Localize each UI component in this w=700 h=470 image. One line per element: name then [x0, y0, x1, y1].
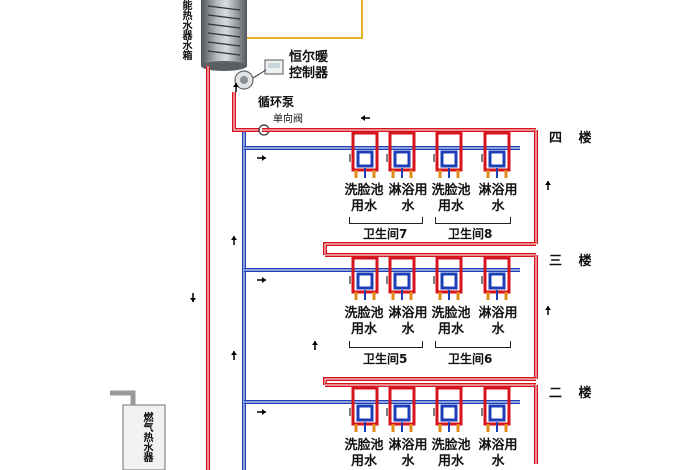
flow-arrow-up-return-head — [231, 236, 237, 240]
floor-label-3: 三 楼 — [549, 254, 598, 269]
shower-label: 淋浴用水 — [388, 183, 428, 214]
room-brace — [349, 341, 423, 348]
solar-tank — [201, 0, 247, 66]
gas-heater-label: 燃气热水器 — [141, 412, 152, 462]
fixture-cold-loop — [488, 150, 506, 168]
fixture-cold-loop — [488, 272, 506, 290]
flow-arrow-up-return-head — [231, 351, 237, 355]
washbasin-label: 洗脸池用水 — [344, 183, 384, 214]
solar-tank-label: 能热水器水箱 — [180, 0, 191, 60]
shower-label: 淋浴用水 — [388, 306, 428, 337]
room-label-7: 卫生间7 — [363, 227, 408, 241]
flow-arrow-right-head — [262, 155, 266, 161]
room-label-8: 卫生间8 — [448, 227, 493, 241]
controller-screen — [268, 63, 280, 68]
pump-label: 循环泵 — [258, 95, 295, 109]
solar-tank-bottom — [201, 61, 247, 71]
fixture-cold-loop — [440, 272, 458, 290]
fixture-cold-loop — [440, 404, 458, 422]
gas-heater-flue — [110, 390, 136, 405]
flow-arrow-right-head — [262, 277, 266, 283]
fixture-cold-loop — [393, 404, 411, 422]
room-label-5: 卫生间5 — [363, 352, 408, 366]
fixture-cold-loop — [393, 150, 411, 168]
shower-label: 淋浴用水 — [478, 438, 518, 469]
tank-coil — [207, 41, 241, 47]
room-label-6: 卫生间6 — [448, 352, 493, 366]
room-brace — [435, 217, 511, 224]
tank-coil — [207, 23, 241, 29]
washbasin-label: 洗脸池用水 — [431, 438, 471, 469]
floor-label-2: 二 楼 — [549, 386, 598, 401]
washbasin-label: 洗脸池用水 — [431, 306, 471, 337]
tank-coil — [207, 5, 241, 11]
shower-label: 淋浴用水 — [478, 183, 518, 214]
washbasin-label: 洗脸池用水 — [344, 438, 384, 469]
controller-wire — [252, 69, 267, 79]
flow-arrow-up-pump-head — [233, 83, 239, 87]
flow-arrow-up-right-head — [545, 181, 551, 185]
room-brace — [349, 217, 423, 224]
flow-arrow-up-link-head — [312, 341, 318, 345]
fixture-cold-loop — [356, 272, 374, 290]
controller-label: 恒尔暖控制器 — [289, 50, 329, 81]
fixture-cold-loop — [356, 404, 374, 422]
washbasin-label: 洗脸池用水 — [431, 183, 471, 214]
check-valve-label: 单向阀 — [273, 114, 303, 125]
pump-icon-core — [240, 76, 248, 84]
tank-coil — [207, 50, 241, 56]
pump-outlet-pipe-core — [233, 92, 262, 131]
flow-arrow-down-main-head — [190, 298, 196, 302]
room-brace — [435, 341, 511, 348]
flow-arrow-up-right-head — [545, 306, 551, 310]
tank-coil — [207, 14, 241, 20]
floor-label-4: 四 楼 — [549, 131, 598, 146]
gas-heater — [122, 404, 166, 470]
shower-label: 淋浴用水 — [388, 438, 428, 469]
collector-line — [247, 0, 363, 39]
flow-arrow-left-head — [361, 115, 365, 121]
shower-label: 淋浴用水 — [478, 306, 518, 337]
washbasin-label: 洗脸池用水 — [344, 306, 384, 337]
fixture-cold-loop — [488, 404, 506, 422]
fixture-cold-loop — [393, 272, 411, 290]
hot-return-link-core — [324, 243, 536, 255]
tank-coil — [207, 32, 241, 38]
fixture-cold-loop — [356, 150, 374, 168]
fixture-cold-loop — [440, 150, 458, 168]
flow-arrow-right-head — [262, 409, 266, 415]
